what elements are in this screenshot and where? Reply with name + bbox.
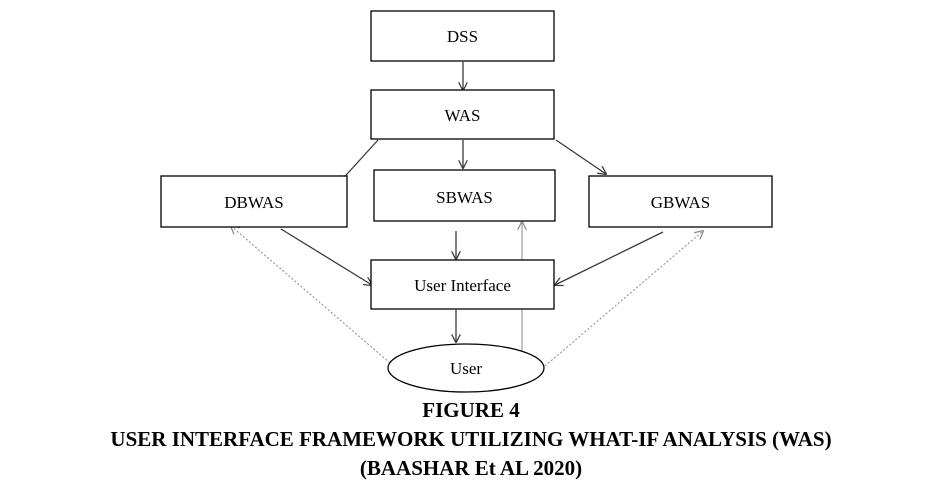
node-dss-label: DSS (447, 27, 478, 46)
node-user: User (387, 343, 545, 393)
node-gbwas-label: GBWAS (651, 193, 711, 212)
figure-source: (BAASHAR Et AL 2020) (359, 456, 583, 480)
node-was: WAS (370, 89, 555, 140)
figure-number: FIGURE 4 (422, 398, 520, 422)
node-user-interface-label: User Interface (414, 276, 511, 295)
edges (231, 62, 703, 367)
node-user-interface: User Interface (370, 259, 555, 310)
edge-dbwas-to-user-interface (280, 228, 372, 285)
node-dbwas-label: DBWAS (224, 193, 284, 212)
edge-user-to-dbwas (231, 226, 391, 364)
node-dbwas: DBWAS (160, 175, 348, 228)
edge-was-to-gbwas (555, 139, 606, 174)
node-dss: DSS (370, 10, 555, 62)
node-gbwas: GBWAS (588, 175, 773, 228)
framework-diagram: DSS WAS DBWAS SBWAS GBWAS User Interface… (160, 10, 773, 393)
edge-gbwas-to-user-interface (555, 231, 664, 285)
node-sbwas-label: SBWAS (436, 188, 493, 207)
figure-title: USER INTERFACE FRAMEWORK UTILIZING WHAT-… (110, 427, 832, 451)
node-user-label: User (450, 359, 482, 378)
node-was-label: WAS (445, 106, 481, 125)
edge-user-to-gbwas (544, 231, 703, 367)
node-sbwas: SBWAS (373, 169, 556, 222)
